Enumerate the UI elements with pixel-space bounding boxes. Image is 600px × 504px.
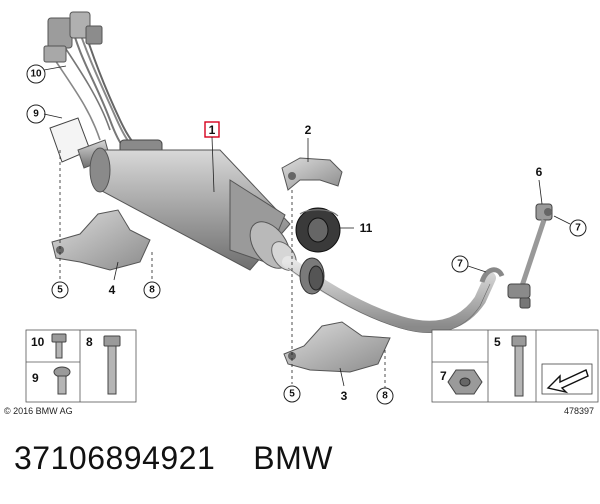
svg-text:9: 9 — [33, 109, 39, 120]
nut-7-icon — [447, 369, 483, 395]
callout-11-label: 11 — [360, 221, 373, 235]
svg-text:5: 5 — [57, 285, 63, 296]
callout-6-label: 6 — [536, 165, 543, 179]
part-caption: 37106894921 BMW — [14, 440, 333, 477]
support-bracket-right — [283, 321, 391, 373]
actuator-cylinder — [89, 147, 297, 271]
hardware-box-left: 10 9 8 — [25, 329, 137, 403]
callout-8-right: 8 — [376, 387, 394, 405]
bolt-5-icon — [511, 335, 527, 397]
clamp-bracket-top — [281, 157, 343, 191]
main-part-number: 1 — [209, 123, 216, 137]
hardware-box-right: 5 7 — [431, 329, 599, 403]
callout-7-link: 7 — [553, 215, 587, 237]
box-item-9-number: 9 — [32, 371, 39, 385]
svg-text:7: 7 — [457, 259, 463, 270]
callout-9: 9 — [26, 104, 63, 124]
callout-5-left: 5 — [51, 281, 69, 299]
bolt-8-icon — [103, 335, 121, 395]
screw-9-icon — [53, 366, 71, 395]
direction-arrow-icon — [541, 363, 593, 395]
bolt-10-icon — [51, 333, 67, 359]
svg-text:5: 5 — [289, 389, 295, 400]
callout-8-left: 8 — [143, 281, 161, 299]
callout-4-label: 4 — [109, 283, 116, 297]
svg-text:7: 7 — [575, 223, 581, 234]
main-part-label: 1 — [204, 121, 220, 193]
callout-3-label: 3 — [341, 389, 348, 403]
callout-7-bar: 7 — [451, 255, 487, 273]
svg-text:8: 8 — [149, 285, 155, 296]
stabilizer-link — [507, 203, 553, 309]
callout-2-label: 2 — [305, 123, 312, 137]
svg-text:8: 8 — [382, 391, 388, 402]
copyright-text: © 2016 BMW AG — [4, 406, 73, 416]
callout-10: 10 — [26, 64, 67, 84]
box-item-7-number: 7 — [440, 369, 447, 383]
part-number: 37106894921 — [14, 440, 216, 476]
parts-diagram: 1 2 6 11 4 3 10 9 5 8 7 7 5 — [4, 11, 599, 416]
support-bracket-left — [51, 209, 151, 271]
box-item-8-number: 8 — [86, 335, 93, 349]
box-item-10-number: 10 — [31, 335, 45, 349]
brand-name: BMW — [253, 440, 333, 476]
bar-end-loop — [479, 267, 505, 283]
rubber-bushing — [295, 207, 341, 253]
svg-text:10: 10 — [30, 69, 42, 80]
callout-5-right: 5 — [283, 385, 301, 403]
box-item-5-number: 5 — [494, 335, 501, 349]
diagram-number: 478397 — [564, 406, 594, 416]
